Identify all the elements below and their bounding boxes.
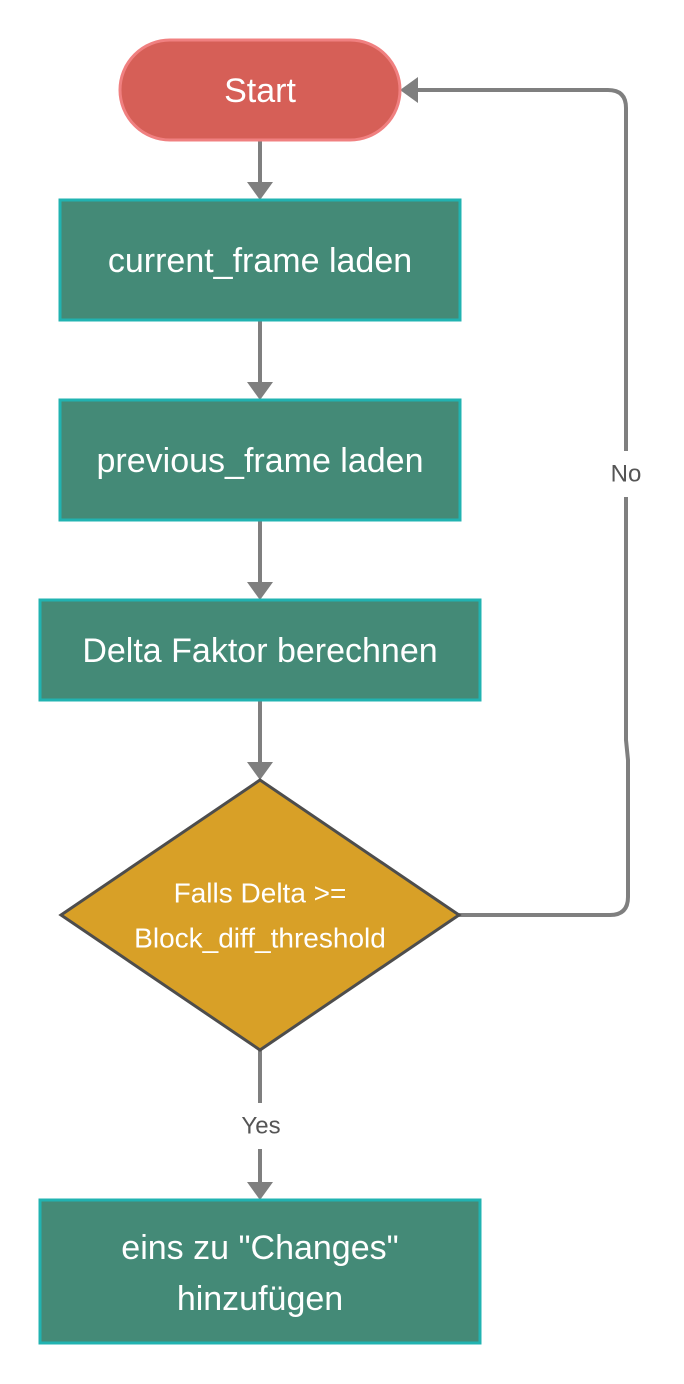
start-node[interactable]: Start <box>118 38 402 142</box>
arrowhead-previous <box>247 382 273 400</box>
process-add-change-label-line2: hinzufügen <box>177 1280 343 1318</box>
edge-label-no: No <box>611 461 642 488</box>
arrowhead-add-change <box>247 1182 273 1200</box>
process-add-change[interactable]: eins zu "Changes" hinzufügen <box>38 1198 482 1345</box>
arrowhead-delta <box>247 582 273 600</box>
edge-label-yes: Yes <box>241 1113 280 1140</box>
decision-label-line2: Block_diff_threshold <box>134 923 386 954</box>
process-compute-delta-shape <box>38 598 482 702</box>
decision-delta-threshold[interactable]: Falls Delta >= Block_diff_threshold <box>58 778 462 1052</box>
process-load-previous-frame-label: previous_frame laden <box>97 442 424 480</box>
decision-label-line1: Falls Delta >= <box>174 878 347 909</box>
process-load-previous-frame[interactable]: previous_frame laden <box>58 398 462 522</box>
process-add-change-label-line1: eins zu "Changes" <box>121 1229 398 1267</box>
decision-shape <box>58 778 462 1052</box>
process-load-current-frame-label: current_frame laden <box>108 242 412 280</box>
start-shape <box>118 38 402 142</box>
arrowhead-decision <box>247 762 273 780</box>
process-load-previous-frame-shape <box>58 398 462 522</box>
process-add-change-shape <box>38 1198 482 1345</box>
process-compute-delta-label: Delta Faktor berechnen <box>82 632 437 670</box>
edge-decision-no-lower <box>458 497 630 917</box>
arrowhead-current <box>247 182 273 200</box>
process-compute-delta[interactable]: Delta Faktor berechnen <box>38 598 482 702</box>
connectors <box>247 77 630 1200</box>
process-load-current-frame[interactable]: current_frame laden <box>58 198 462 322</box>
arrowhead-start <box>400 77 418 103</box>
edge-decision-no-upper <box>416 88 628 451</box>
process-load-current-frame-shape <box>58 198 462 322</box>
start-label: Start <box>224 72 296 110</box>
